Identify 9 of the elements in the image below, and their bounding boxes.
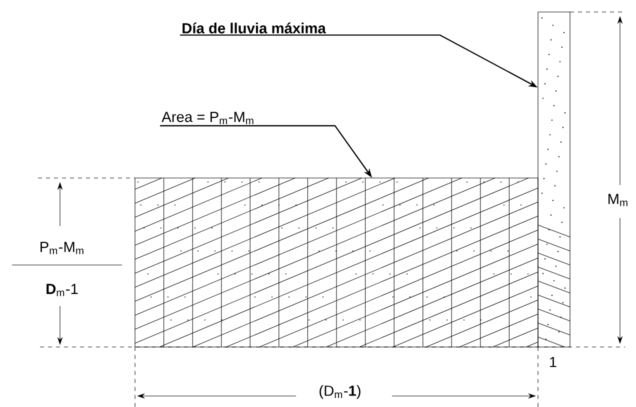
callout-text: Area = P$_{m}$-M$_{m}$ — [162, 112, 254, 124]
dimension-label: M$_{m}$ — [605, 192, 631, 208]
dimension-label: D$_{m}$-1 — [44, 282, 80, 298]
callout-text: Día de lluvia máxima — [182, 22, 326, 34]
hatched-area — [134, 178, 538, 348]
dimension-label: P$_{m}$-M$_{m}$ — [37, 240, 87, 256]
rain-bar — [538, 12, 570, 348]
dimension-label: (D$_{m}$-1) — [316, 383, 364, 401]
dimension-label: 1 — [546, 354, 560, 370]
